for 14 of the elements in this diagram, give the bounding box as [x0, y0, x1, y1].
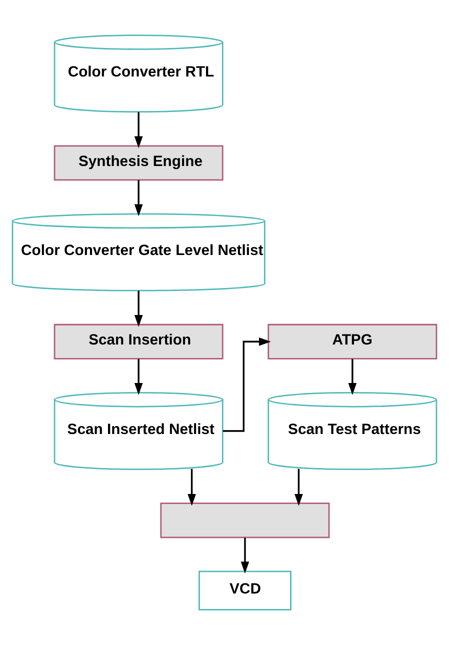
- arrow: [134, 358, 143, 395]
- arrow: [134, 290, 143, 327]
- node-box: [160, 502, 330, 538]
- node-box: ATPG: [268, 324, 438, 360]
- node-box: Scan Insertion: [54, 324, 224, 360]
- arrow: [134, 180, 143, 216]
- node-box: Synthesis Engine: [54, 145, 224, 181]
- arrow: [222, 337, 271, 432]
- arrow: [134, 112, 143, 148]
- arrow: [240, 538, 250, 574]
- node-box: VCD: [198, 570, 292, 610]
- arrow: [188, 468, 196, 506]
- arrow: [294, 468, 303, 506]
- arrow: [348, 358, 357, 395]
